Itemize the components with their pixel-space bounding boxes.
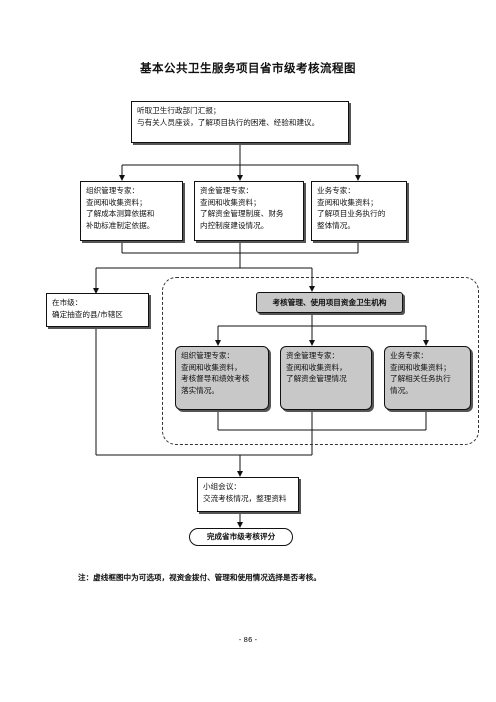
org-management-expert-box: 组织管理专家： 查阅和收集资料； 了解成本测算依据和 补助标准制定依据。 <box>80 181 183 241</box>
box-line: 了解成本测算依据和 <box>86 209 155 218</box>
final-scoring-terminal: 完成省市级考核评分 <box>189 528 293 546</box>
box-line: 查阅和收集资料， <box>286 362 347 372</box>
box-line: 组织管理专家： <box>181 351 235 360</box>
box-line: 了解相关任务执行 <box>390 374 451 383</box>
box-line: 资金管理专家： <box>200 186 254 195</box>
box-line: 在市级： <box>52 298 83 307</box>
page-number: - 86 - <box>238 636 258 644</box>
agency-business-expert-box: 业务专家： 查阅和收集资料； 了解相关任务执行 情况。 <box>384 346 471 410</box>
box-line: 资金管理专家： <box>286 351 340 360</box>
footnote: 注：虚线框图中为可选项，视资金拨付、管理和使用情况选择是否考核。 <box>78 573 321 582</box>
box-line: 情况。 <box>390 385 413 395</box>
box-line: 落实情况。 <box>181 385 219 395</box>
box-line: 了解资金管理情况 <box>286 374 347 383</box>
box-line: 听取卫生行政部门汇报； <box>137 106 221 115</box>
agency-org-management-expert-box: 组织管理专家： 查阅和收集资料， 考核督导和绩效考核 落实情况。 <box>175 346 269 410</box>
optional-dashed-region <box>162 277 479 445</box>
box-line: 确定抽查的县/市辖区 <box>52 309 123 319</box>
report-meeting-box: 听取卫生行政部门汇报； 与有关人员座谈，了解项目执行的困难、经验和建议。 <box>131 101 349 143</box>
box-line: 整体情况。 <box>317 220 355 230</box>
agency-fund-management-expert-box: 资金管理专家： 查阅和收集资料， 了解资金管理情况 <box>280 346 372 410</box>
box-line: 查阅和收集资料； <box>390 362 451 372</box>
box-line: 业务专家： <box>390 351 428 360</box>
diagram-title: 基本公共卫生服务项目省市级考核流程图 <box>140 61 356 75</box>
fund-management-expert-box: 资金管理专家： 查阅和收集资料； 了解资金管理制度、财务 内控制度建设情况。 <box>194 181 304 241</box>
box-line: 查阅和收集资料； <box>200 197 261 207</box>
box-line: 查阅和收集资料， <box>181 362 242 372</box>
box-line: 了解资金管理制度、财务 <box>200 209 284 218</box>
group-meeting-box: 小组会议： 交流考核情况，整理资料 <box>197 477 299 512</box>
box-line: 了解项目业务执行的 <box>317 209 386 218</box>
box-line: 交流考核情况，整理资料 <box>203 493 287 503</box>
box-line: 查阅和收集资料； <box>317 197 378 207</box>
box-line: 补助标准制定依据。 <box>86 220 155 230</box>
box-line: 组织管理专家： <box>86 186 140 195</box>
box-line: 业务专家： <box>317 186 355 195</box>
box-line: 小组会议： <box>203 482 241 491</box>
box-line: 与有关人员座谈，了解项目执行的困难、经验和建议。 <box>137 117 320 127</box>
box-line: 查阅和收集资料； <box>86 197 147 207</box>
box-line: 考核督导和绩效考核 <box>181 374 250 383</box>
box-line: 内控制度建设情况。 <box>200 220 269 230</box>
city-level-box: 在市级： 确定抽查的县/市辖区 <box>46 293 149 327</box>
box-line: 考核管理、使用项目资金卫生机构 <box>272 298 387 307</box>
business-expert-box: 业务专家： 查阅和收集资料； 了解项目业务执行的 整体情况。 <box>311 181 407 241</box>
health-agency-box: 考核管理、使用项目资金卫生机构 <box>256 292 403 313</box>
